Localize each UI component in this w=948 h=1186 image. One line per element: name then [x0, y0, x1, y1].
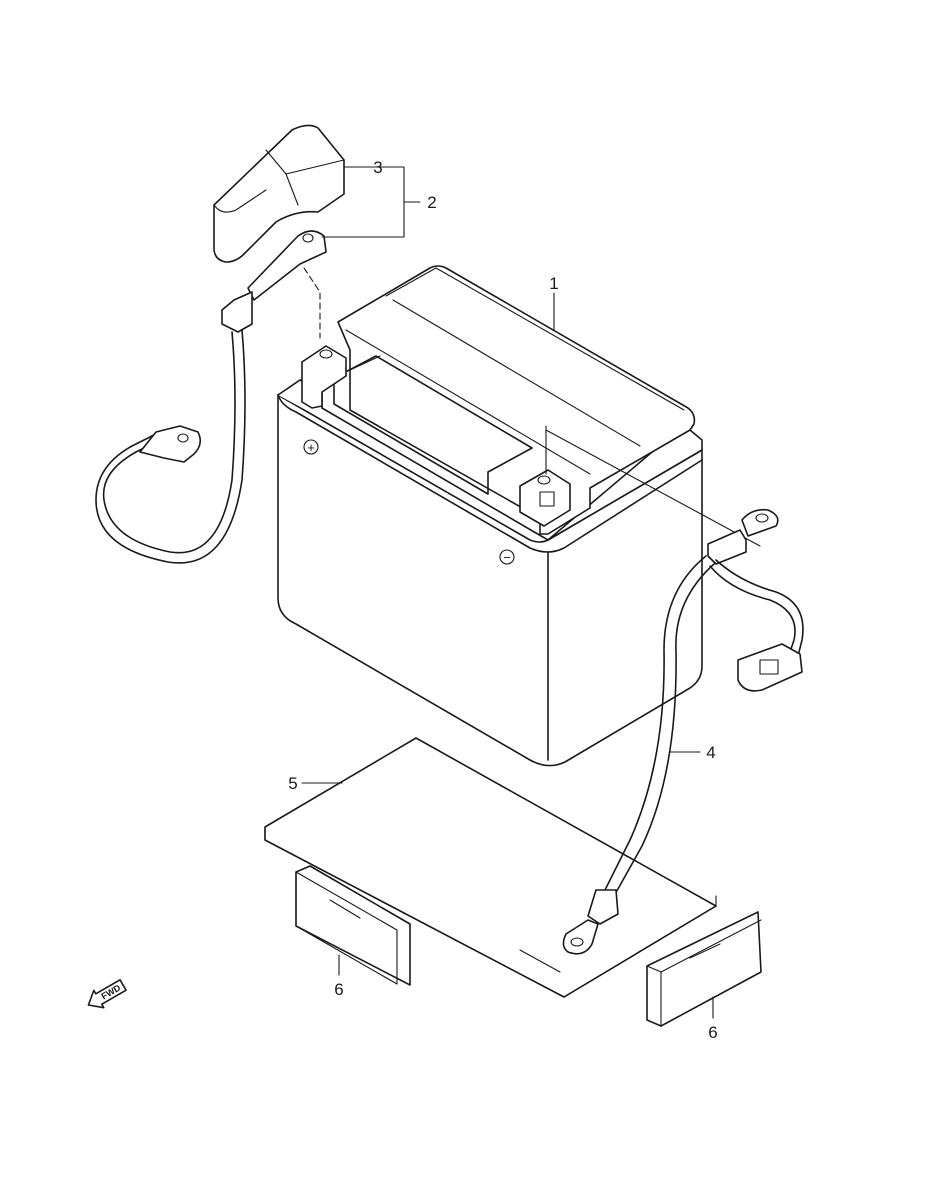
leader-lines: [301, 166, 714, 1019]
battery-tray: [264, 737, 717, 998]
negative-terminal-mark: −: [503, 550, 511, 565]
battery: + −: [277, 265, 703, 767]
fwd-direction-badge: FWD: [87, 979, 127, 1009]
positive-cable: [95, 230, 327, 564]
callout-2: 2: [427, 193, 436, 212]
callout-5: 5: [288, 774, 297, 793]
callout-6-right: 6: [708, 1023, 717, 1042]
rubber-pad-left: [295, 865, 411, 986]
terminal-cover: [213, 124, 345, 263]
rubber-pad-right: [646, 911, 762, 1027]
positive-terminal-mark: +: [307, 440, 315, 455]
callout-4: 4: [706, 743, 715, 762]
callout-6-left: 6: [334, 980, 343, 999]
callouts: 1 2 3 4 5 6 6: [288, 158, 717, 1042]
negative-cable: [545, 425, 804, 955]
callout-1: 1: [549, 274, 558, 293]
callout-3: 3: [373, 158, 382, 177]
